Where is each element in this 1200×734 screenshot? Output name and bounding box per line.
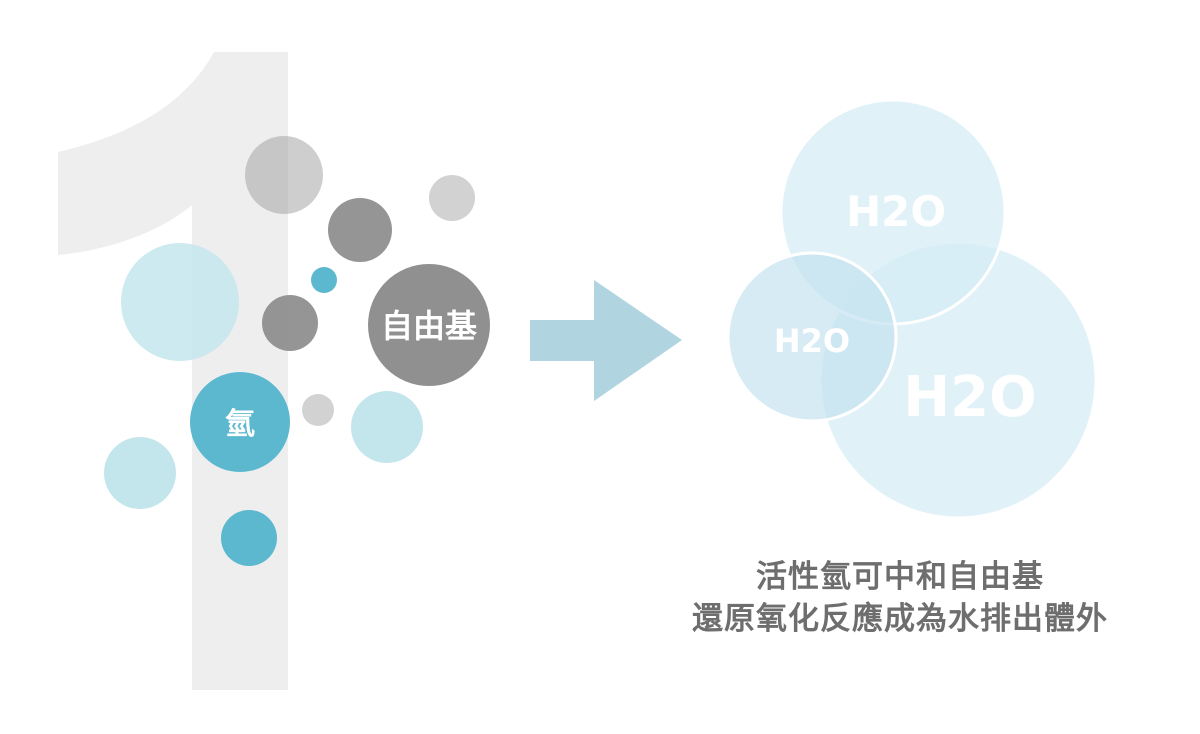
hydrogen-bubble [351, 391, 423, 463]
free-radical-label: 自由基 [381, 307, 477, 345]
caption-line-2: 還原氧化反應成為水排出體外 [692, 601, 1108, 637]
water-label-large: H2O [903, 365, 1036, 430]
water-bubble-small [726, 251, 898, 423]
water-label-top: H2O [846, 187, 946, 236]
hydrogen-label: 氫 [225, 407, 255, 442]
hydrogen-bubble [121, 243, 239, 361]
hydrogen-bubble [221, 510, 277, 566]
radical-bubble [302, 394, 334, 426]
radical-bubble [328, 198, 392, 262]
water-label-small: H2O [774, 322, 850, 360]
free-radical-bubble [368, 264, 490, 386]
right-arrow-icon [530, 280, 682, 401]
water-cluster: H2O H2O H2O [726, 98, 1098, 520]
diagram-caption: 活性氫可中和自由基 還原氧化反應成為水排出體外 [620, 556, 1180, 640]
hydrogen-bubble [104, 437, 176, 509]
hydrogen-main-bubble [190, 372, 290, 472]
big-number-one [58, 52, 288, 690]
caption-line-1: 活性氫可中和自由基 [756, 559, 1044, 595]
radical-bubble [429, 175, 475, 221]
hydrogen-bubble [311, 267, 337, 293]
radical-bubble [262, 295, 318, 351]
molecule-cluster: 自由基 氫 [104, 136, 490, 566]
radical-bubble [245, 136, 323, 214]
